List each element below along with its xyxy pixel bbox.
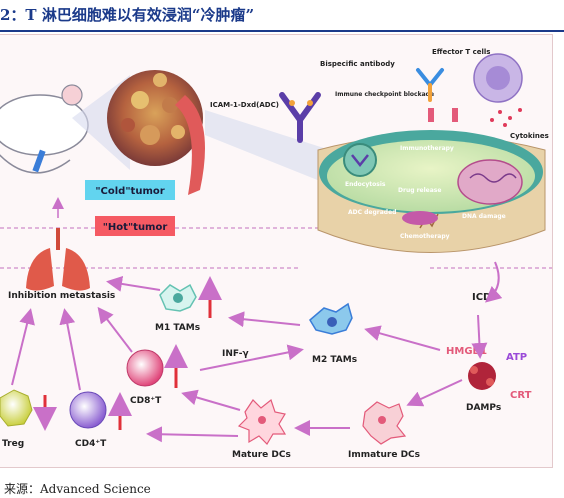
m1-label: M1 TAMs bbox=[155, 323, 200, 333]
adc-molecule-icon bbox=[279, 92, 321, 143]
cold-tumor-box bbox=[85, 180, 175, 200]
hmgb1-label: HMGB1 bbox=[446, 346, 487, 357]
immature-dc-label: Immature DCs bbox=[348, 450, 420, 460]
arrow-treg-to-inhibition bbox=[11, 308, 35, 386]
endosome-icon bbox=[343, 143, 377, 177]
m2-tam-cell-icon bbox=[309, 302, 353, 335]
nucleus-icon bbox=[457, 159, 523, 205]
chemotherapy-label: Chemotherapy bbox=[400, 233, 450, 240]
treg-cell-icon bbox=[0, 389, 33, 427]
bispecific-antibody-icon bbox=[416, 68, 444, 102]
cd8-label: CD8⁺T bbox=[130, 396, 162, 406]
arrow-m2-to-m1 bbox=[228, 311, 301, 328]
arrow-mature-to-cd8 bbox=[181, 389, 241, 411]
immunotherapy-label: Immunotherapy bbox=[400, 145, 454, 152]
icam-label: ICAM-1-Dxd(ADC) bbox=[210, 101, 279, 109]
drug-release-label: Drug release bbox=[398, 187, 441, 194]
checkpoint-receptor-icon bbox=[428, 108, 458, 122]
mature-dc-icon bbox=[237, 398, 287, 445]
figure-heading: 2：T 淋巴细胞难以有效浸润“冷肿瘤” bbox=[0, 6, 255, 24]
heading-rule bbox=[0, 30, 564, 32]
mature-dc-label: Mature DCs bbox=[232, 450, 291, 460]
arrow-damps-to-m2 bbox=[364, 325, 441, 351]
m2-label: M2 TAMs bbox=[312, 355, 357, 365]
inhibition-label: Inhibition metastasis bbox=[8, 291, 115, 301]
crt-label: CRT bbox=[510, 390, 532, 401]
hot-tumor-label: "Hot"tumor bbox=[103, 222, 168, 233]
source-caption: 来源：Advanced Science bbox=[4, 482, 151, 496]
treg-label: Treg bbox=[2, 439, 24, 449]
cd4-label: CD4⁺T bbox=[75, 439, 107, 449]
arrow-icd-to-damps bbox=[471, 314, 488, 359]
blood-vessel bbox=[175, 95, 205, 195]
effector-t-label: Effector T cells bbox=[432, 48, 490, 56]
adc-degraded-label: ADC degraded bbox=[348, 209, 396, 216]
lungs-icon bbox=[26, 228, 90, 291]
effector-t-cell-icon bbox=[473, 53, 523, 103]
infg-label: INF-γ bbox=[222, 349, 249, 359]
m1-tam-cell-icon bbox=[159, 283, 197, 312]
endocytosis-label: Endocytosis bbox=[345, 181, 386, 188]
arrow-cd8-to-m2 bbox=[199, 344, 304, 371]
arrow-mature-to-cd4 bbox=[146, 426, 239, 443]
arrow-cell-to-icd bbox=[485, 261, 503, 303]
hot-tumor-box bbox=[95, 216, 175, 236]
cytokines-label: Cytokines bbox=[510, 132, 549, 140]
dna-damage-label: DNA damage bbox=[462, 213, 506, 220]
bispecific-label: Bispecific antibody bbox=[320, 60, 395, 68]
mouse-illustration bbox=[0, 84, 89, 174]
damps-label: DAMPs bbox=[466, 403, 501, 413]
arrow-m1-to-inhibition bbox=[106, 275, 161, 292]
tumor-mass bbox=[107, 70, 203, 166]
arrow-damps-to-immature bbox=[406, 379, 463, 407]
arrow-cd4-to-inhibition bbox=[59, 308, 81, 391]
immature-dc-icon bbox=[362, 401, 407, 445]
icd-label: ICD bbox=[472, 292, 491, 303]
arrow-cd8-to-inhibition bbox=[97, 306, 133, 353]
checkpoint-label: Immune checkpoint blockade bbox=[335, 91, 434, 98]
cytokine-dots bbox=[490, 108, 522, 127]
cd8-t-cell-icon bbox=[126, 349, 164, 387]
cd4-t-cell-icon bbox=[69, 391, 107, 429]
atp-label: ATP bbox=[506, 352, 527, 363]
damps-icon bbox=[468, 362, 496, 390]
mitochondria-icon bbox=[402, 211, 438, 225]
cold-tumor-label: "Cold"tumor bbox=[95, 186, 164, 197]
zoom-beam bbox=[205, 110, 330, 185]
